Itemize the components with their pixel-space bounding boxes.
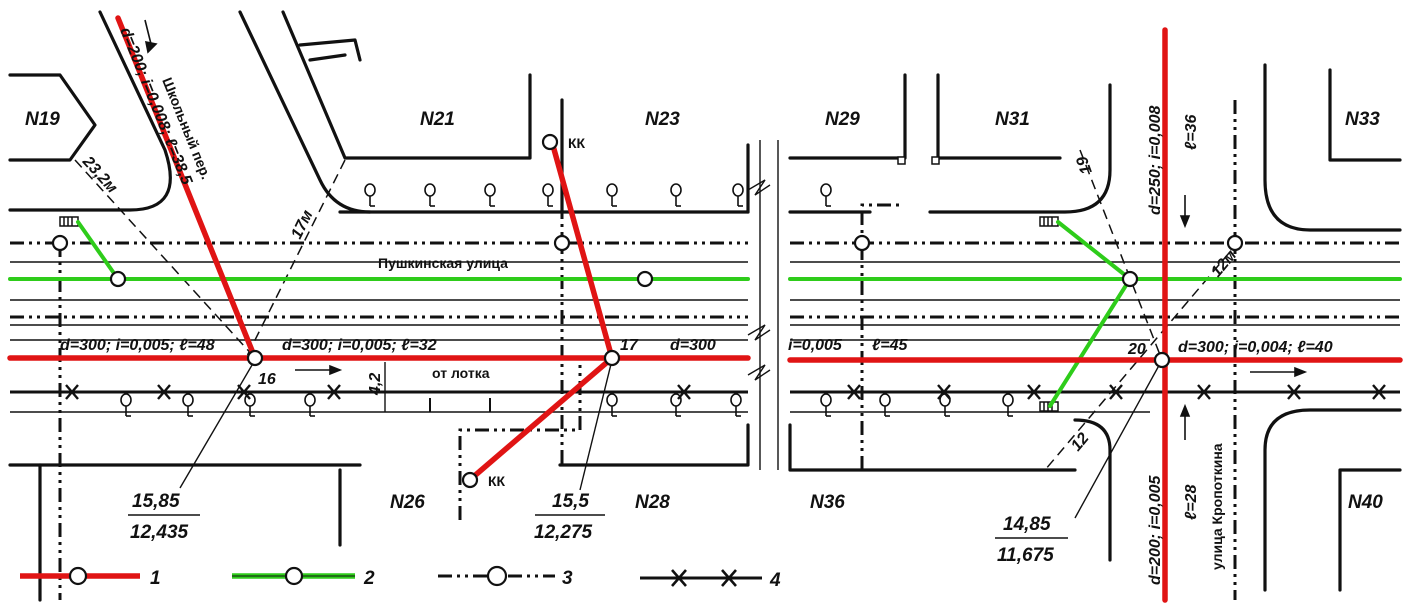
street-labels: Пушкинская улица Школьный пер. улица Кро… [159, 75, 1225, 570]
legend-item-2: 2 [232, 566, 375, 589]
label-seg3a: d=300 [670, 337, 716, 354]
block-n33: N33 [1345, 109, 1380, 130]
elevation-2-top: 15,5 [552, 491, 589, 512]
label-seg1: d=300; i=0,005; ℓ=48 [60, 337, 215, 354]
flow-arrows [144, 19, 1308, 440]
label-seg3c: ℓ=45 [872, 337, 909, 354]
elevation-3-top: 14,85 [1003, 514, 1051, 535]
pipe-labels: d=200; i=0,008; ℓ=38,5 d=250; i=0,008 ℓ=… [60, 25, 1333, 585]
street-lines [10, 140, 1400, 470]
elevation-marks: 15,85 12,435 15,5 12,275 14,85 11,675 [128, 491, 1068, 566]
label-dim-42: 4,2 [367, 373, 384, 396]
existing-lines [10, 100, 1400, 600]
block-n36: N36 [810, 492, 845, 513]
green-laterals [8, 220, 1402, 408]
label-node20: 20 [1127, 341, 1146, 358]
label-dim-19: 19 [1074, 154, 1096, 177]
cross-line [10, 384, 1400, 412]
label-l36: ℓ=36 [1183, 115, 1200, 151]
block-outlines [8, 10, 1402, 602]
block-n40: N40 [1348, 492, 1383, 513]
label-dim-232: 23,2м [78, 153, 120, 197]
street-kropotkin: улица Кропоткина [1209, 443, 1225, 570]
label-node17: 17 [620, 337, 639, 354]
street-pushkin: Пушкинская улица [378, 255, 508, 271]
construction-lines [74, 149, 1241, 519]
block-n28: N28 [635, 492, 670, 513]
legend-num-4: 4 [769, 570, 781, 591]
block-n26: N26 [390, 492, 425, 513]
legend-item-4: 4 [640, 569, 781, 591]
block-n19: N19 [25, 109, 60, 130]
block-labels: N19 N21 N23 N29 N31 N33 N26 N28 N36 N40 [25, 109, 1383, 513]
elevation-2-bottom: 12,275 [534, 522, 593, 543]
block-n23: N23 [645, 109, 680, 130]
elevation-1-bottom: 12,435 [130, 522, 189, 543]
legend-num-3: 3 [562, 568, 573, 589]
legend: 1 2 3 4 [20, 565, 781, 591]
legend-num-2: 2 [363, 568, 375, 589]
elevation-1-top: 15,85 [132, 491, 180, 512]
block-n29: N29 [825, 109, 860, 130]
red-main-lines [7, 15, 1403, 603]
block-n31: N31 [995, 109, 1030, 130]
trees [120, 183, 1014, 417]
label-l28: ℓ=28 [1183, 485, 1200, 521]
label-seg2: d=300; i=0,005; ℓ=32 [282, 337, 437, 354]
label-kk1: КК [568, 135, 586, 151]
label-node16: 16 [258, 371, 276, 388]
legend-item-1: 1 [20, 566, 161, 589]
label-kk2: КК [488, 473, 506, 489]
label-pipe-kropotkin-bottom: d=200; i=0,005 [1147, 474, 1164, 585]
label-from-gutter: от лотка [432, 365, 490, 381]
label-dim-12: 12 [1068, 430, 1093, 455]
elevation-3-bottom: 11,675 [997, 545, 1054, 566]
wells [51, 133, 1244, 489]
legend-item-3: 3 [438, 565, 573, 589]
label-pipe-kropotkin-top: d=250; i=0,008 [1147, 105, 1164, 215]
label-seg4: d=300; i=0,004; ℓ=40 [1178, 339, 1333, 356]
legend-num-1: 1 [150, 568, 161, 589]
block-n21: N21 [420, 109, 455, 130]
label-seg3b: i=0,005 [788, 337, 843, 354]
gutter-inlets [59, 156, 1059, 412]
